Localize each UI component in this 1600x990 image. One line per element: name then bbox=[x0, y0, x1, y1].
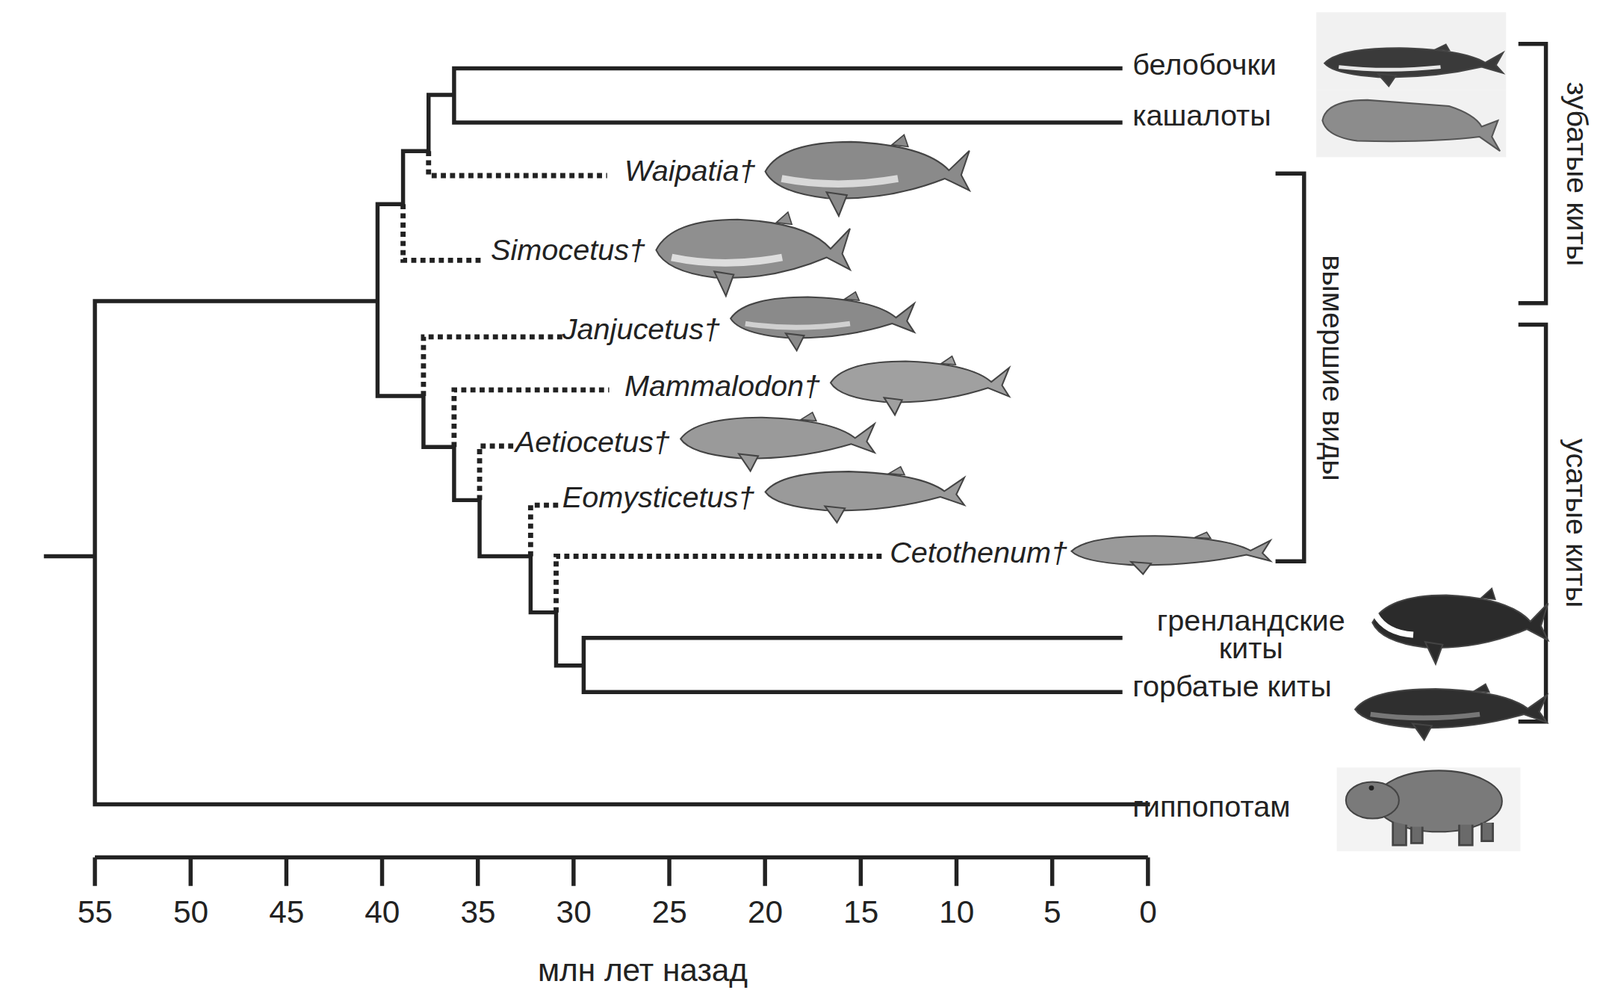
fossil-whale-dorsal bbox=[776, 212, 792, 225]
fossil-whale bbox=[830, 361, 1010, 403]
fossil-whale bbox=[655, 219, 851, 278]
axis bbox=[94, 856, 1149, 886]
axis-label: 0 bbox=[1139, 895, 1158, 927]
axis-label: 50 bbox=[173, 895, 209, 927]
fossil-whale-dorsal bbox=[1195, 531, 1211, 538]
axis-tick bbox=[380, 856, 384, 886]
solid-branches bbox=[45, 68, 1148, 805]
taxon-label: Aetiocetus† bbox=[515, 427, 671, 458]
taxon-label: гиппопотам bbox=[1132, 791, 1291, 821]
fossil-whale bbox=[730, 297, 915, 339]
fossil-whale-dorsal bbox=[941, 356, 956, 365]
fossil-whale bbox=[765, 141, 970, 199]
taxon-label: Eomysticetus† bbox=[562, 481, 756, 512]
axis-label: 25 bbox=[652, 895, 688, 927]
dotted-branches bbox=[403, 150, 883, 612]
taxon-label: Simocetus† bbox=[490, 235, 646, 266]
photo-ground bbox=[1316, 11, 1506, 90]
fossil-whale-flipper bbox=[1130, 561, 1152, 574]
fossil-whale-belly bbox=[745, 323, 851, 328]
taxon-label: кашалоты bbox=[1132, 100, 1271, 131]
axis-label: млн лет назад bbox=[537, 953, 748, 986]
fossil-whale-dorsal bbox=[800, 412, 817, 421]
axis-label: 10 bbox=[938, 895, 975, 927]
fossil-whale bbox=[1071, 535, 1270, 565]
bowhead-whale-flipper bbox=[1425, 641, 1443, 665]
axis-tick bbox=[284, 856, 289, 886]
taxon-label: горбатые киты bbox=[1132, 670, 1332, 701]
humpback-whale-flipper bbox=[1412, 723, 1432, 741]
hippo-head bbox=[1346, 781, 1400, 818]
bowhead-whale-dorsal bbox=[1481, 588, 1496, 600]
dolphin-dorsal bbox=[1434, 44, 1450, 51]
fossil-whale-flipper bbox=[738, 453, 759, 471]
photo-ground bbox=[1337, 767, 1521, 851]
bowhead-whale bbox=[1372, 594, 1548, 648]
axis-tick bbox=[1145, 856, 1150, 886]
fossil-whale-belly bbox=[671, 257, 783, 263]
taxon-label: Waipatia† bbox=[624, 155, 756, 186]
axis-tick bbox=[188, 856, 192, 886]
sperm-whale bbox=[1322, 100, 1500, 151]
taxon-label: Mammalodon† bbox=[624, 371, 821, 402]
fossil-whale-dorsal bbox=[888, 466, 905, 476]
fossil-whale-flipper bbox=[826, 191, 848, 216]
humpback-whale-dorsal bbox=[1473, 684, 1490, 693]
dolphin-belly bbox=[1338, 67, 1441, 71]
hippo-legs bbox=[1393, 821, 1494, 845]
axis-tick bbox=[667, 856, 671, 886]
fossil-whale-dorsal bbox=[891, 134, 909, 147]
taxon-label: Cetothenum† bbox=[889, 537, 1068, 567]
axis-label: 20 bbox=[747, 895, 783, 927]
hippo bbox=[1337, 767, 1521, 851]
fossil-whale-flipper bbox=[785, 333, 805, 351]
fossil-whale-belly bbox=[781, 178, 898, 184]
humpback-whale bbox=[1354, 688, 1547, 728]
taxon-label: белобочки bbox=[1132, 49, 1277, 80]
taxon-label: Janjucetus† bbox=[562, 313, 721, 344]
hippo-eye bbox=[1369, 785, 1375, 791]
dolphin bbox=[1324, 47, 1503, 77]
fossil-whale-dorsal bbox=[844, 292, 860, 301]
dolphin-flipper bbox=[1378, 73, 1397, 86]
axis-tick bbox=[92, 856, 97, 886]
humpback-whale-belly bbox=[1370, 714, 1480, 718]
axis-tick bbox=[954, 856, 959, 886]
axis-label: 15 bbox=[843, 895, 879, 927]
group-label: усатые киты bbox=[1561, 437, 1592, 607]
fossil-whale-flipper bbox=[714, 271, 734, 296]
axis-label: 30 bbox=[556, 895, 592, 927]
axis-label: 5 bbox=[1043, 895, 1062, 927]
axis-tick bbox=[571, 856, 576, 886]
fossil-whale-flipper bbox=[884, 397, 903, 415]
fossil-whale bbox=[680, 417, 875, 459]
axis-label: 55 bbox=[77, 895, 113, 927]
group-label: зубатые киты bbox=[1561, 81, 1592, 266]
axis-label: 35 bbox=[460, 895, 496, 927]
axis-label: 40 bbox=[364, 895, 400, 927]
photo-ground bbox=[1316, 89, 1506, 157]
axis-tick bbox=[859, 856, 863, 886]
axis-label: 45 bbox=[268, 895, 305, 927]
axis-tick bbox=[1050, 856, 1054, 886]
bowhead-chin bbox=[1375, 614, 1414, 635]
fossil-whale bbox=[765, 471, 965, 511]
fossil-whale-flipper bbox=[824, 506, 845, 523]
axis-tick bbox=[762, 856, 767, 886]
taxon-label: гренландские киты bbox=[1132, 606, 1370, 663]
axis-tick bbox=[475, 856, 480, 886]
group-label: вымершие виды bbox=[1316, 254, 1347, 482]
